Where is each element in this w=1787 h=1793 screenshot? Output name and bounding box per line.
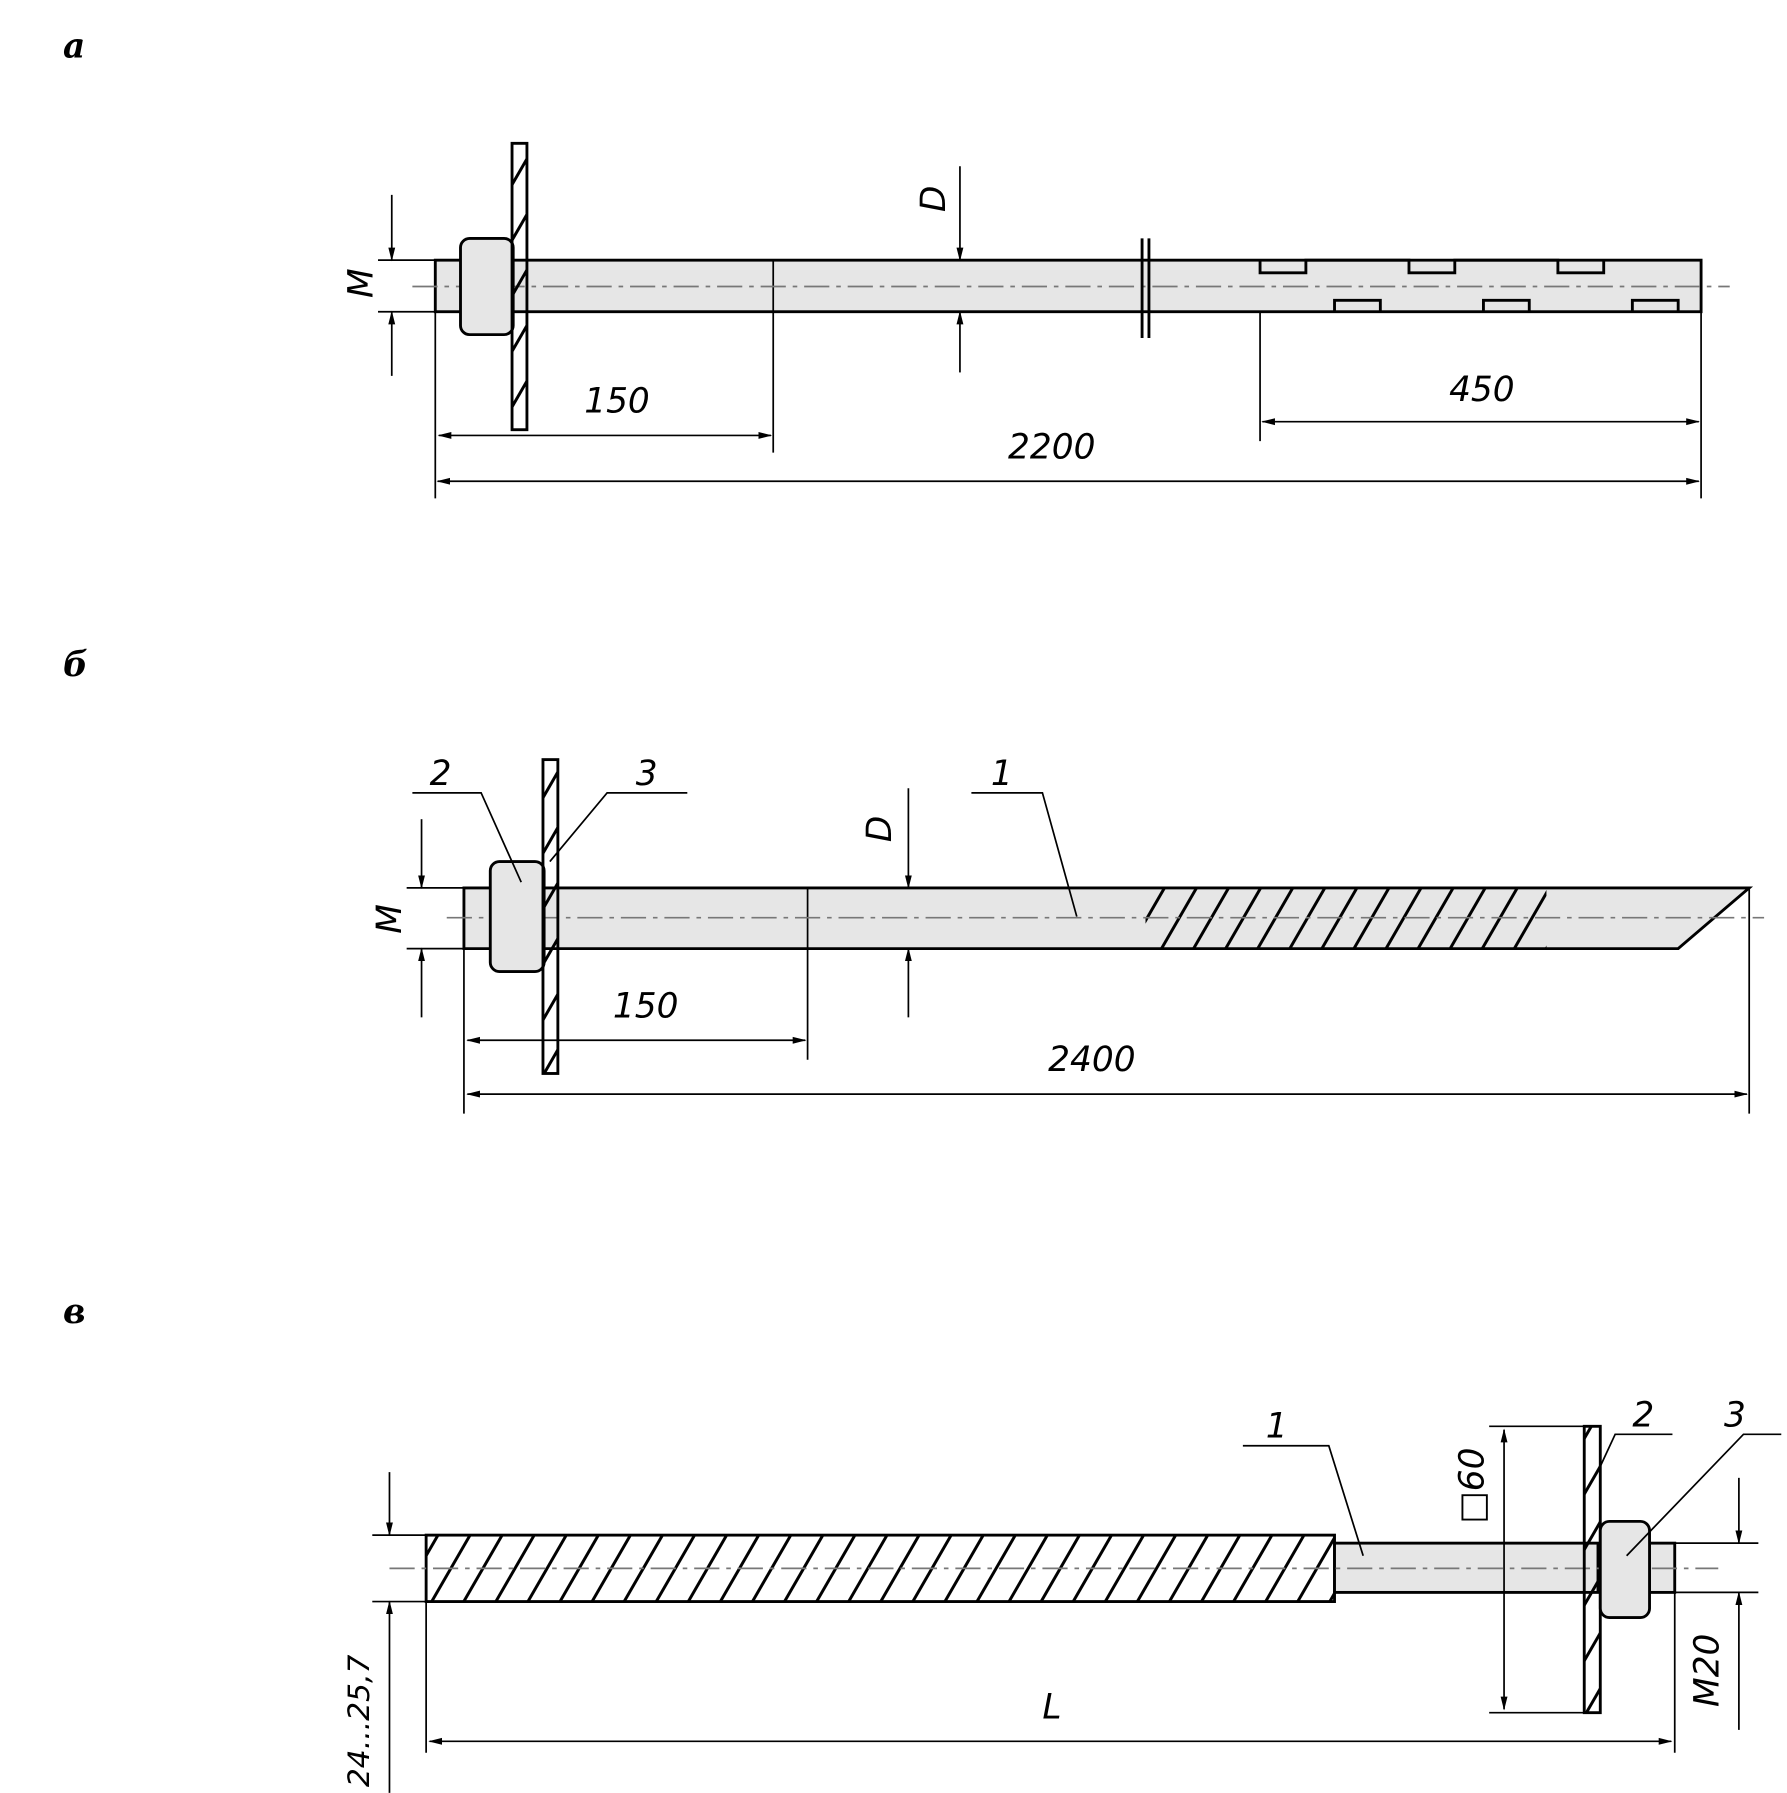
total-length-label: 2400 [1048, 1040, 1135, 1080]
plate [541, 758, 560, 1075]
plate [510, 141, 529, 432]
total-length-label: 2200 [1008, 427, 1095, 467]
notches [1258, 258, 1680, 312]
plate [1582, 1424, 1602, 1715]
figure-c: в 24...25,7 L □60 M20 1 2 3 [63, 1292, 1782, 1793]
callout-1: 1 [1266, 1407, 1288, 1447]
rebar-section [1145, 887, 1547, 949]
d-label: D [914, 186, 954, 212]
nut [459, 236, 515, 337]
nut [488, 860, 546, 973]
figure-b: б M D 150 2400 2 3 1 [63, 645, 1765, 1114]
callout-3: 3 [636, 754, 658, 794]
figure-label-a: а [63, 26, 85, 66]
callout-leaders [1242, 1433, 1782, 1557]
diameter-label: 24...25,7 [342, 1655, 377, 1788]
callout-2: 2 [1632, 1395, 1654, 1435]
m-label: M [370, 904, 410, 934]
thread-length-label: 150 [584, 382, 650, 422]
d-label: D [860, 816, 900, 842]
callout-leaders [412, 791, 1078, 917]
figure-label-c: в [63, 1292, 86, 1332]
m-label: M [341, 268, 381, 298]
figure-a: а M D 150 450 2200 [63, 26, 1730, 499]
break-symbol [1140, 238, 1151, 339]
length-label: L [1042, 1687, 1061, 1727]
plate-size-label: □60 [1452, 1447, 1492, 1523]
figure-label-b: б [63, 645, 88, 685]
nut [1598, 1519, 1651, 1620]
notched-length-label: 450 [1449, 370, 1515, 410]
thread-label: M20 [1687, 1634, 1727, 1707]
callout-3: 3 [1724, 1395, 1746, 1435]
thread-length-label: 150 [613, 986, 679, 1026]
callout-1: 1 [991, 754, 1013, 794]
callout-2: 2 [430, 754, 452, 794]
